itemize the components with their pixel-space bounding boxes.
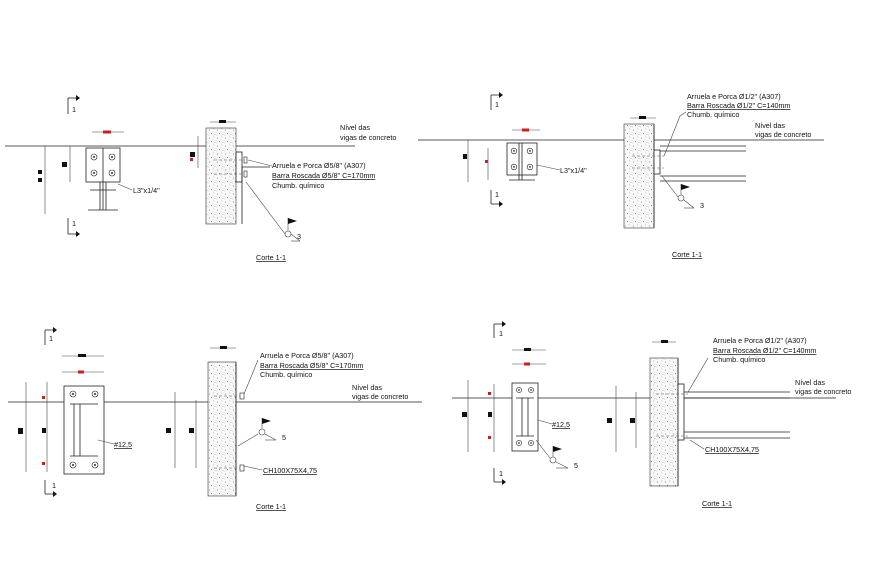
- vigas-label: vigas de concreto: [795, 387, 851, 396]
- barra-label: Barra Roscada Ø1/2" C=140mm: [687, 101, 790, 110]
- section-mark-label: 1: [495, 190, 499, 199]
- corte-label: Corte 1-1: [702, 499, 732, 508]
- arruela-label: Arruela e Porca Ø5/8" (A307): [260, 351, 354, 360]
- section-mark-bottom: 1: [44, 480, 57, 497]
- detail-bottom-right: 1 1: [452, 321, 851, 508]
- weld-size: 5: [574, 461, 578, 470]
- angle-label: L3"x1/4": [133, 186, 160, 195]
- weld-size: 3: [297, 232, 301, 241]
- chumb-label: Chumb. químico: [272, 181, 324, 190]
- weld-symbol: 5: [237, 418, 286, 447]
- corte-label: Corte 1-1: [256, 502, 286, 511]
- weld-size: 5: [282, 433, 286, 442]
- section-mark-label: 1: [72, 219, 76, 228]
- section-mark-top: 1: [493, 321, 506, 338]
- detail-top-right: 1 1: [418, 92, 824, 259]
- beam-connection: L3"x1/4": [85, 147, 160, 211]
- dimension-marks: [18, 346, 236, 472]
- weld-symbol: 3: [661, 175, 704, 210]
- vigas-label: vigas de concreto: [755, 130, 811, 139]
- nivel-label: Nível das: [755, 121, 785, 130]
- dimension-marks: [462, 340, 676, 452]
- barra-label: Barra Roscada Ø5/8" C=170mm: [260, 361, 363, 370]
- weld-size: 3: [700, 201, 704, 210]
- plate-label: #12,5: [114, 440, 132, 449]
- arruela-label: Arruela e Porca Ø1/2" (A307): [687, 92, 781, 101]
- weld-symbol: 3: [245, 181, 301, 242]
- section-mark-label: 1: [72, 105, 76, 114]
- plate-label: #12,5: [552, 420, 570, 429]
- corte-label: Corte 1-1: [672, 250, 702, 259]
- section-mark-label: 1: [495, 100, 499, 109]
- dimension-marks: [38, 120, 236, 214]
- plate-connection: #12,5 5: [511, 382, 578, 470]
- concrete-wall: Arruela e Porca Ø5/8" (A307) Barra Rosca…: [207, 351, 363, 497]
- section-mark-label: 1: [49, 334, 53, 343]
- concrete-wall: Arruela e Porca Ø5/8" (A307) Barra Rosca…: [205, 127, 375, 225]
- nivel-label: Nível das: [795, 378, 825, 387]
- arruela-label: Arruela e Porca Ø5/8" (A307): [272, 161, 366, 170]
- nivel-label: Nível das: [340, 123, 370, 132]
- channel-label: CH100X75X4,75: [705, 445, 759, 454]
- channel-label: CH100X75X4,75: [263, 466, 317, 475]
- barra-label: Barra Roscada Ø5/8" C=170mm: [272, 171, 375, 180]
- section-mark-label: 1: [499, 469, 503, 478]
- vigas-label: vigas de concreto: [352, 392, 408, 401]
- section-mark-bottom: 1: [493, 468, 506, 485]
- concrete-wall: Arruela e Porca Ø1/2" (A307) Barra Rosca…: [623, 92, 790, 229]
- nivel-label: Nível das: [352, 383, 382, 392]
- base-plate: [511, 382, 539, 452]
- section-mark-top: 1: [490, 92, 503, 110]
- corte-label: Corte 1-1: [256, 253, 286, 262]
- chumb-label: Chumb. químico: [260, 370, 312, 379]
- concrete-wall: Arruela e Porca Ø1/2" (A307) Barra Rosca…: [649, 336, 816, 487]
- section-mark-bottom: 1: [67, 218, 80, 237]
- detail-bottom-left: 1 1: [8, 327, 422, 511]
- chumb-label: Chumb. químico: [713, 355, 765, 364]
- base-plate: [63, 385, 105, 475]
- barra-label: Barra Roscada Ø1/2" C=140mm: [713, 346, 816, 355]
- vigas-label: vigas de concreto: [340, 133, 396, 142]
- section-mark-top: 1: [67, 95, 80, 114]
- section-mark-top: 1: [44, 327, 57, 345]
- section-mark-label: 1: [499, 329, 503, 338]
- chumb-label: Chumb. químico: [687, 110, 739, 119]
- detail-top-left: 1 1: [5, 95, 396, 262]
- section-mark-label: 1: [52, 481, 56, 490]
- section-mark-bottom: 1: [490, 190, 503, 207]
- arruela-label: Arruela e Porca Ø1/2" (A307): [713, 336, 807, 345]
- angle-label: L3"x1/4": [560, 166, 587, 175]
- beam-connection: L3"x1/4": [506, 142, 587, 181]
- plate-connection: #12,5: [63, 385, 132, 475]
